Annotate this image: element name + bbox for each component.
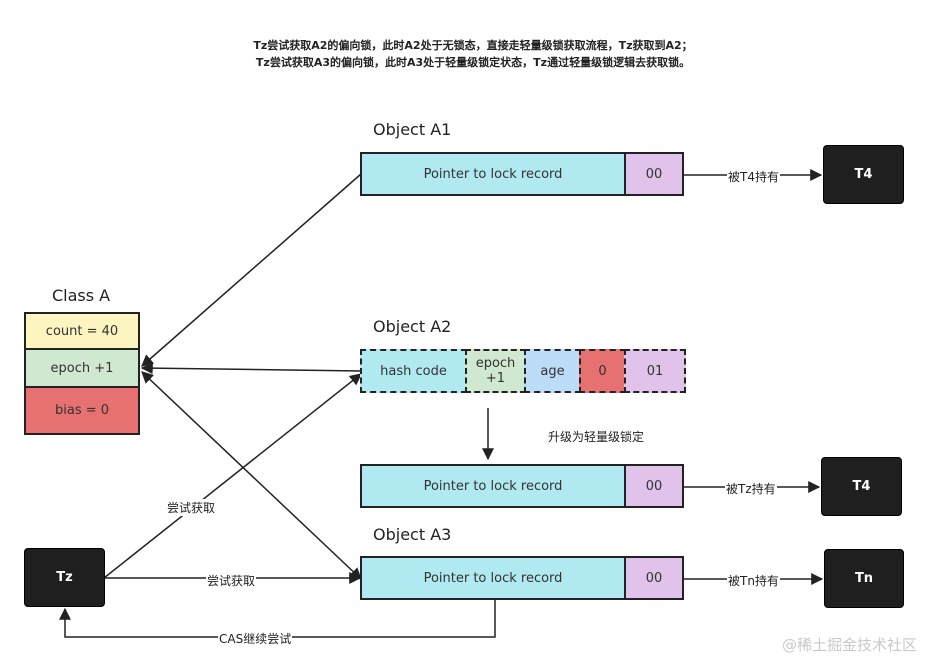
thread-t4-top: T4 — [823, 145, 904, 204]
upgraded-pointer: Pointer to lock record — [360, 464, 626, 508]
object-a2-title: Object A2 — [373, 317, 452, 336]
object-a3-pointer: Pointer to lock record — [360, 556, 626, 600]
object-a2-age: age — [524, 349, 581, 393]
object-a1-bits: 00 — [624, 152, 684, 196]
object-a2-lock-bits: 01 — [624, 349, 686, 393]
edge-a2-to-class — [140, 362, 362, 375]
class-a-title: Class A — [52, 286, 111, 305]
object-a3-title: Object A3 — [373, 525, 452, 544]
edge-a1-to-class — [141, 173, 362, 367]
thread-tz: Tz — [24, 548, 105, 607]
edge-class-to-a3 — [141, 371, 362, 580]
class-a-bias: bias = 0 — [24, 386, 140, 435]
class-a-epoch: epoch +1 — [24, 348, 140, 388]
object-a2-bias-bit: 0 — [579, 349, 626, 393]
tz-try-a3-label: 尝试获取 — [206, 572, 257, 589]
class-a-box: count = 40 epoch +1 bias = 0 — [24, 312, 140, 435]
object-a1-edge-label: 被T4持有 — [727, 168, 780, 185]
object-a2-epoch: epoch +1 — [465, 349, 526, 393]
edge-tz-to-a2 — [103, 373, 362, 579]
object-a3-bits: 00 — [624, 556, 684, 600]
object-a1-title: Object A1 — [373, 120, 452, 139]
caption-line-2: Tz尝试获取A3的偏向锁，此时A3处于轻量级锁定状态，Tz通过轻量级锁逻辑去获取… — [255, 56, 691, 69]
upgrade-label: 升级为轻量级锁定 — [548, 430, 645, 444]
object-a2-hash: hash code — [360, 349, 467, 393]
tz-try-a2-label: 尝试获取 — [166, 499, 217, 516]
class-a-count: count = 40 — [24, 312, 140, 350]
upgrade-edge-label: 被Tz持有 — [725, 480, 777, 497]
object-a3-edge-label: 被Tn持有 — [727, 572, 780, 589]
watermark: @稀土掘金技术社区 — [782, 636, 918, 654]
thread-t4-bottom: T4 — [821, 457, 902, 516]
upgraded-bits: 00 — [624, 464, 684, 508]
cas-retry-label: CAS继续尝试 — [218, 630, 293, 647]
object-a1-pointer: Pointer to lock record — [360, 152, 626, 196]
thread-tn: Tn — [824, 549, 904, 608]
caption-line-1: Tz尝试获取A2的偏向锁，此时A2处于无锁态，直接走轻量级锁获取流程，Tz获取到… — [253, 39, 693, 52]
